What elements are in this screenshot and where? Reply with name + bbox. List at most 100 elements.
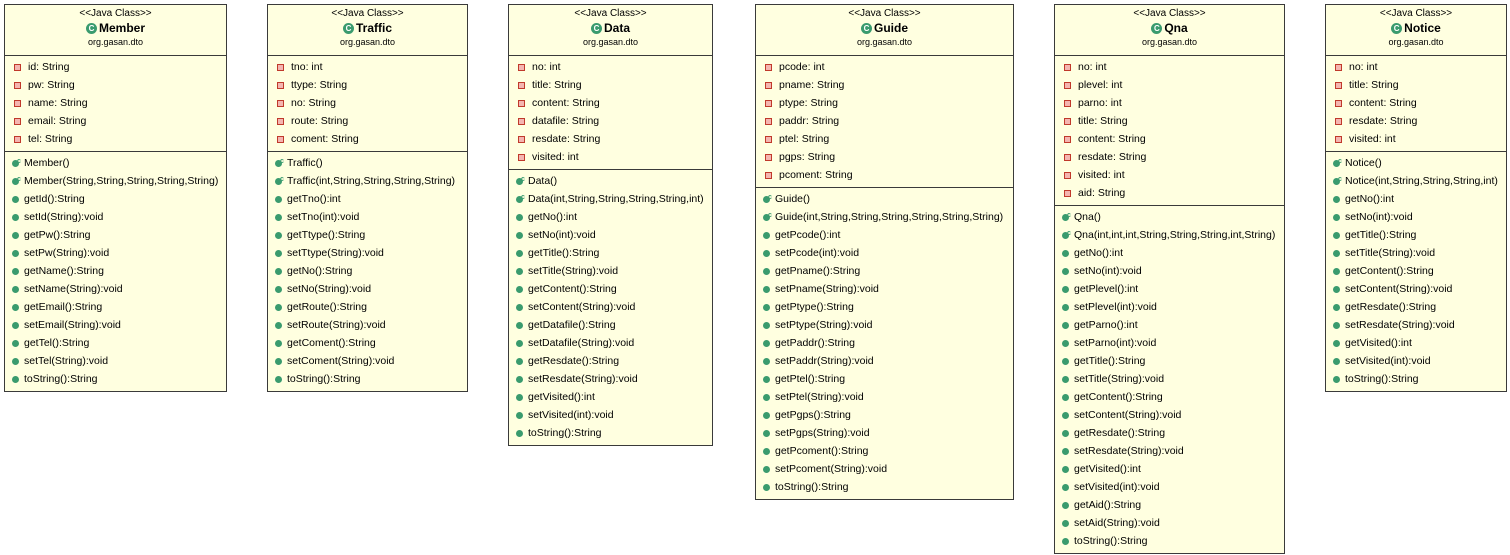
method-row: getNo():String: [268, 262, 467, 280]
method-text: setPtel(String):void: [775, 391, 864, 403]
method-row: getName():String: [5, 262, 226, 280]
public-method-icon: [12, 339, 19, 347]
public-method-icon: [12, 195, 19, 203]
field-text: pw: String: [28, 79, 75, 91]
private-field-icon: [765, 135, 772, 143]
method-text: getVisited():int: [1074, 463, 1141, 475]
class-stereotype: <<Java Class>>: [1133, 8, 1206, 19]
method-row: getDatafile():String: [509, 316, 712, 334]
method-text: setResdate(String):void: [1074, 445, 1184, 457]
field-text: title: String: [1349, 79, 1399, 91]
public-method-icon: [12, 267, 19, 275]
public-method-icon: [1062, 411, 1069, 419]
class-icon: C: [1151, 22, 1163, 34]
public-method-icon: [1333, 303, 1340, 311]
method-text: getPlevel():int: [1074, 283, 1139, 295]
method-row: toString():String: [5, 370, 226, 388]
field-text: email: String: [28, 115, 87, 127]
private-field-icon: [277, 135, 284, 143]
field-text: ttype: String: [291, 79, 348, 91]
public-constructor-icon: [275, 153, 284, 171]
field-row: coment: String: [268, 130, 467, 148]
field-text: resdate: String: [1078, 151, 1147, 163]
method-text: setVisited(int):void: [1345, 355, 1431, 367]
public-method-icon: [763, 483, 770, 491]
public-method-icon: [1333, 285, 1340, 293]
private-field-icon: [518, 135, 525, 143]
field-row: id: String: [5, 58, 226, 76]
public-constructor-icon: [275, 171, 284, 189]
method-text: setParno(int):void: [1074, 337, 1157, 349]
method-row: toString():String: [509, 424, 712, 442]
method-text: getDatafile():String: [528, 319, 616, 331]
public-method-icon: [516, 303, 523, 311]
method-text: toString():String: [1074, 535, 1148, 547]
method-text: setPlevel(int):void: [1074, 301, 1157, 313]
constructor-row: Notice(int,String,String,String,int): [1326, 171, 1506, 190]
method-text: getNo():String: [287, 265, 353, 277]
constructor-row: Member(String,String,String,String,Strin…: [5, 171, 226, 190]
private-field-icon: [765, 63, 772, 71]
field-text: id: String: [28, 61, 70, 73]
constructor-row: Data(): [509, 171, 712, 190]
field-text: paddr: String: [779, 115, 840, 127]
method-row: getNo():int: [1055, 244, 1284, 262]
method-text: setResdate(String):void: [528, 373, 638, 385]
public-constructor-icon: [1062, 225, 1071, 243]
private-field-icon: [14, 135, 21, 143]
public-method-icon: [1062, 537, 1069, 545]
public-method-icon: [1062, 339, 1069, 347]
field-row: visited: int: [509, 148, 712, 166]
public-method-icon: [1062, 357, 1069, 365]
method-row: setPtel(String):void: [756, 388, 1013, 406]
class-name: Qna: [1164, 21, 1188, 35]
method-row: getTitle():String: [509, 244, 712, 262]
method-text: getContent():String: [528, 283, 617, 295]
method-text: setNo(int):void: [528, 229, 596, 241]
constructor-text: Notice(): [1345, 157, 1382, 169]
method-text: getName():String: [24, 265, 104, 277]
methods-section: Qna()Qna(int,int,int,String,String,Strin…: [1055, 206, 1284, 553]
methods-section: Guide()Guide(int,String,String,String,St…: [756, 188, 1013, 499]
method-row: setParno(int):void: [1055, 334, 1284, 352]
public-constructor-icon: [516, 171, 525, 189]
field-text: tno: int: [291, 61, 323, 73]
public-constructor-icon: [12, 171, 21, 189]
private-field-icon: [1064, 99, 1071, 107]
public-method-icon: [1333, 339, 1340, 347]
method-row: setTitle(String):void: [509, 262, 712, 280]
private-field-icon: [765, 117, 772, 125]
field-row: tel: String: [5, 130, 226, 148]
class-stereotype: <<Java Class>>: [1379, 8, 1453, 19]
field-text: aid: String: [1078, 187, 1126, 199]
field-row: resdate: String: [509, 130, 712, 148]
constructor-row: Qna(): [1055, 207, 1284, 226]
field-text: title: String: [1078, 115, 1128, 127]
method-row: getNo():int: [509, 208, 712, 226]
method-text: getPtel():String: [775, 373, 846, 385]
private-field-icon: [1064, 63, 1071, 71]
field-text: coment: String: [291, 133, 359, 145]
class-package: org.gasan.dto: [339, 37, 396, 47]
method-text: getPgps():String: [775, 409, 851, 421]
method-row: setPcode(int):void: [756, 244, 1013, 262]
method-row: setEmail(String):void: [5, 316, 226, 334]
method-text: getResdate():String: [1345, 301, 1437, 313]
constructor-text: Data(): [528, 175, 558, 187]
public-method-icon: [516, 429, 523, 437]
method-text: setDatafile(String):void: [528, 337, 635, 349]
field-text: route: String: [291, 115, 349, 127]
methods-section: Notice() Notice(int,String,String,String,…: [1326, 152, 1506, 391]
method-row: getRoute():String: [268, 298, 467, 316]
method-text: setPtype(String):void: [775, 319, 873, 331]
private-field-icon: [1064, 135, 1071, 143]
method-text: getComent():String: [287, 337, 376, 349]
method-row: getEmail():String: [5, 298, 226, 316]
method-text: setTitle(String):void: [528, 265, 619, 277]
public-method-icon: [763, 267, 770, 275]
class-name: Guide: [873, 21, 908, 35]
method-row: getPtel():String: [756, 370, 1013, 388]
public-method-icon: [275, 303, 282, 311]
public-method-icon: [12, 357, 19, 365]
